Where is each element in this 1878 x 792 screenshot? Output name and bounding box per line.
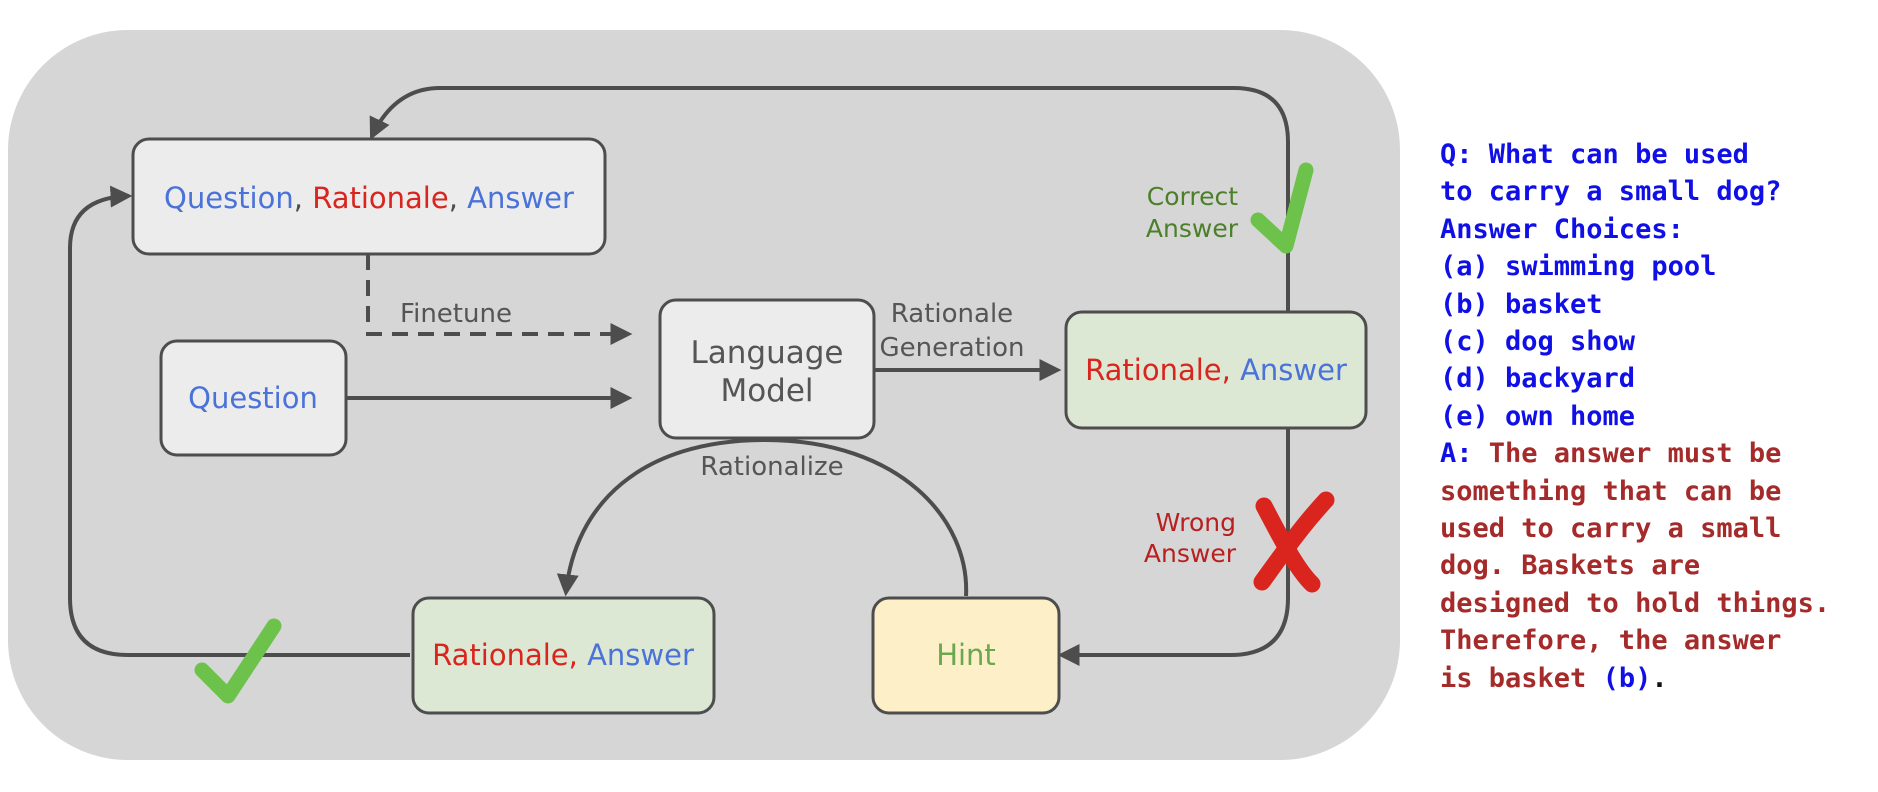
correct-loop-edge (369, 86, 1290, 312)
qa-choice-b: (b) basket (1440, 288, 1603, 320)
cross-icon (1253, 491, 1335, 593)
question-node: Question (159, 339, 348, 457)
language-model-node: Language Model (658, 298, 876, 440)
qa-choice-c: (c) dog show (1440, 326, 1636, 358)
ra-bottom-text: Rationale, Answer (432, 638, 694, 672)
qa-answer-line-3: used to carry a small (1440, 513, 1782, 545)
wrong-answer-label-1: Wrong (1156, 508, 1236, 537)
qra-text: Question, Rationale, Answer (164, 181, 574, 215)
rationalized-loop-edge (68, 185, 410, 657)
rationale-generation-label-1: Rationale (891, 299, 1013, 329)
qa-choices-heading: Answer Choices: (1440, 213, 1684, 245)
check-icon (194, 618, 282, 704)
rationalize-label: Rationalize (700, 452, 843, 482)
ra-top-text: Rationale, Answer (1085, 353, 1347, 387)
rationalize-edge (556, 437, 969, 597)
qa-question-line-2: to carry a small dog? (1440, 176, 1782, 208)
qa-answer-line-6: Therefore, the answer (1440, 625, 1782, 657)
language-model-label-2: Model (720, 373, 813, 409)
rationale-answer-node-top: Rationale, Answer (1064, 310, 1368, 430)
check-icon (1250, 162, 1314, 254)
qa-choice-d: (d) backyard (1440, 363, 1636, 395)
wrong-to-hint-edge (1057, 428, 1290, 666)
question-rationale-answer-node: Question, Rationale, Answer (131, 137, 607, 256)
finetune-label: Finetune (400, 299, 512, 329)
qa-answer-line-2: something that can be (1440, 475, 1782, 507)
qa-choice-a: (a) swimming pool (1440, 251, 1717, 283)
qa-answer-line-7: is basket (b). (1440, 662, 1668, 694)
language-model-label-1: Language (691, 335, 844, 371)
qa-question-line-1: Q: What can be used (1440, 139, 1749, 170)
rationale-generation-label-2: Generation (879, 333, 1024, 363)
correct-answer-label-2: Answer (1146, 214, 1239, 243)
qa-answer-line-4: dog. Baskets are (1440, 550, 1701, 582)
hint-node: Hint (871, 596, 1061, 715)
wrong-answer-label-2: Answer (1144, 539, 1237, 568)
correct-answer-label-1: Correct (1147, 182, 1238, 211)
finetune-edge (366, 254, 633, 345)
hint-label: Hint (936, 638, 996, 672)
question-node-label: Question (188, 381, 318, 415)
qa-answer-line-1: A: The answer must be (1440, 438, 1782, 470)
qa-choice-e: (e) own home (1440, 400, 1636, 432)
rationale-answer-node-bottom: Rationale, Answer (411, 596, 716, 715)
star-diagram: Question, Rationale, Answer Question Lan… (8, 30, 1400, 760)
qa-example-panel: Q: What can be used to carry a small dog?… (1440, 136, 1870, 697)
qa-answer-line-5: designed to hold things. (1440, 587, 1831, 619)
